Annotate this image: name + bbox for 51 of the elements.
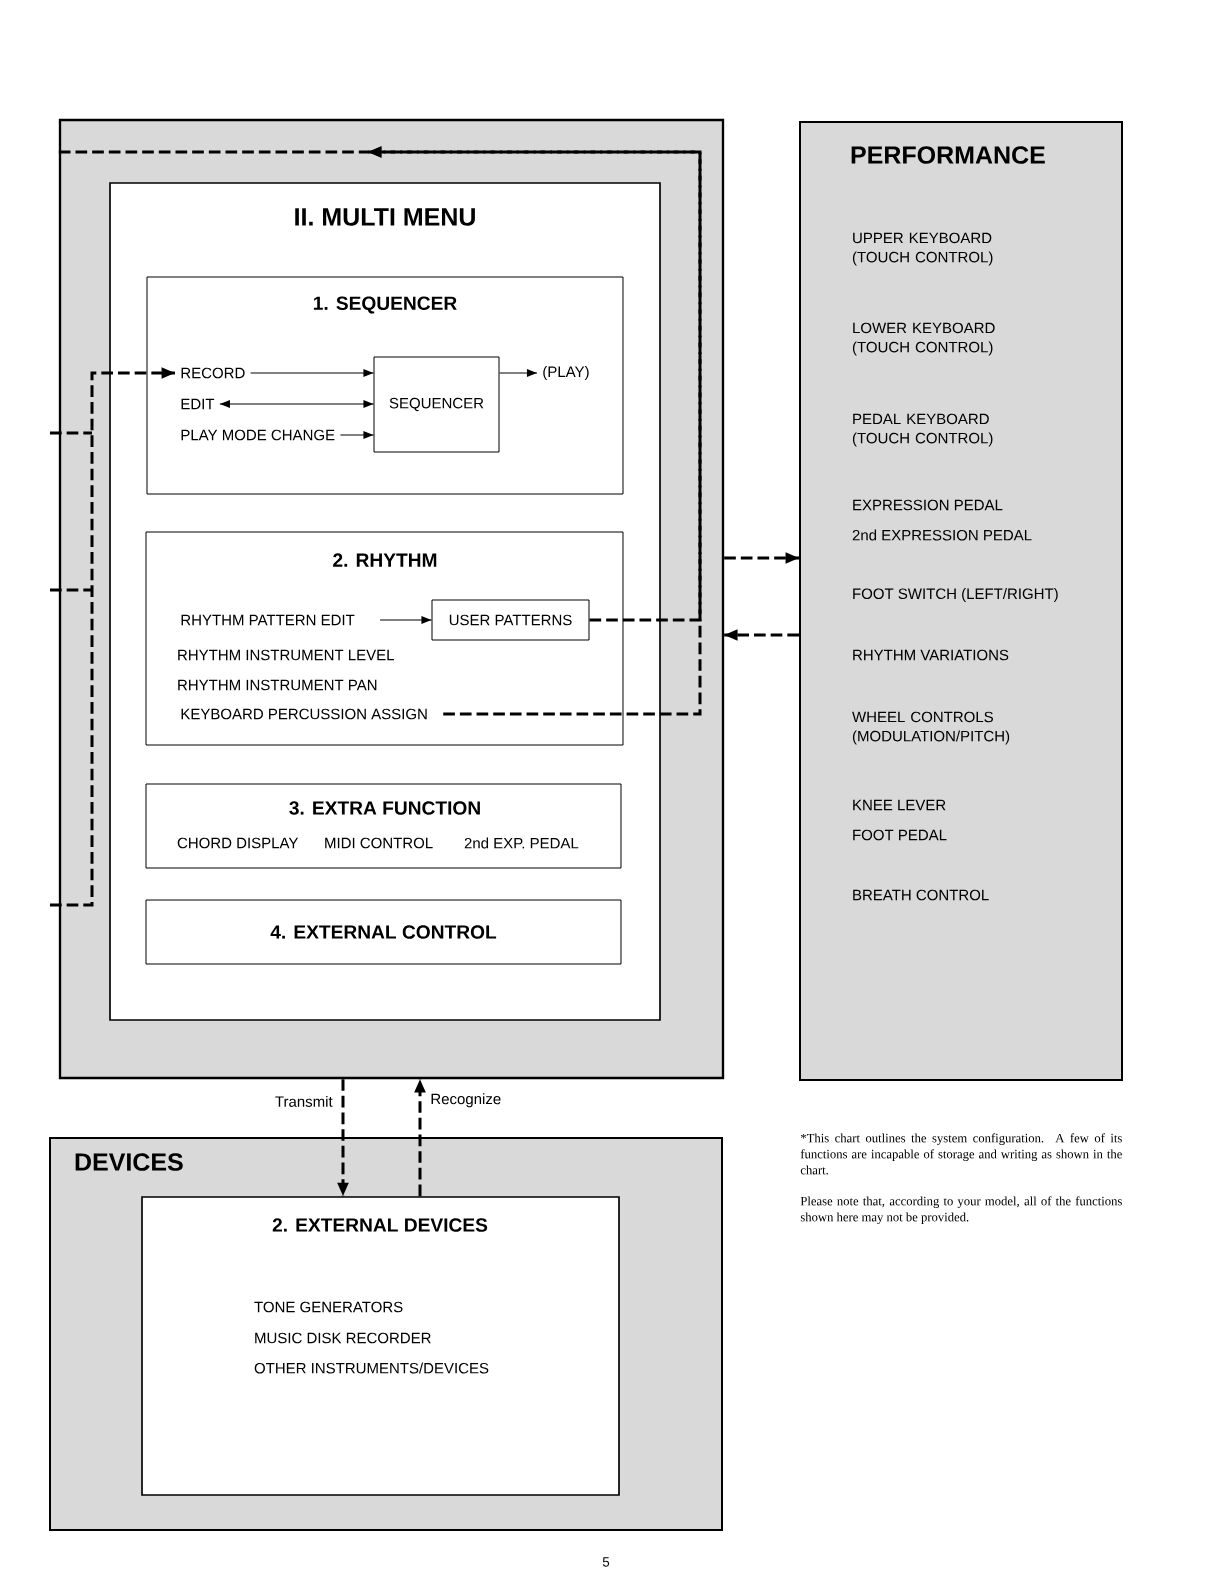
item-label: 2nd EXPRESSION PEDAL — [852, 529, 1032, 541]
item-label: MIDI CONTROL — [325, 837, 433, 849]
arrow — [499, 369, 538, 377]
item-label: FOOT PEDAL — [853, 829, 947, 841]
note: Please note that, according to your model, all of the functions shown here may not be provided. — [800, 1196, 1122, 1224]
edge-label: Transmit — [271, 1092, 336, 1111]
heading: 2. EXTERNAL DEVICES — [272, 1218, 488, 1232]
item-label: BREATH CONTROL — [853, 889, 989, 901]
item-label: KNEE LEVER — [853, 799, 946, 811]
item-label: 2nd EXP. PEDAL — [464, 837, 579, 849]
item-label: RHYTHM INSTRUMENT PAN — [178, 679, 377, 691]
item-label: RECORD — [181, 367, 245, 379]
arrow — [337, 1079, 349, 1197]
item-label: EXPRESSION PEDAL — [853, 499, 1003, 511]
item-label: PLAY MODE CHANGE — [181, 429, 335, 441]
item-label: PEDAL KEYBOARD (TOUCH CONTROL) — [852, 413, 993, 447]
note: *This chart outlines the system configuration. A few of its functions are incapable of storage and writing as shown in the chart. — [800, 1133, 1122, 1175]
item-label: (PLAY) — [543, 366, 589, 380]
item-label: RHYTHM INSTRUMENT LEVEL — [178, 649, 394, 661]
item-label: CHORD DISPLAY — [177, 837, 299, 849]
arrow — [368, 146, 702, 716]
item-label: LOWER KEYBOARD (TOUCH CONTROL) — [852, 322, 995, 356]
labeled-box: USER PATTERNS — [431, 599, 590, 641]
edge-label: Recognize — [427, 1089, 505, 1111]
arrow — [219, 400, 374, 408]
arrow — [414, 1079, 426, 1197]
heading: II. MULTI MENU — [295, 208, 475, 226]
item-label: UPPER KEYBOARD (TOUCH CONTROL) — [852, 232, 993, 266]
item-label: TONE GENERATORS — [254, 1301, 403, 1313]
item-label: WHEEL CONTROLS (MODULATION/PITCH) — [852, 711, 1010, 745]
heading: 1. SEQUENCER — [313, 296, 457, 314]
heading: 2. RHYTHM — [333, 553, 437, 567]
heading: 3. EXTRA FUNCTION — [289, 801, 480, 815]
arrow — [379, 616, 432, 624]
arrow — [724, 629, 799, 641]
arrow — [339, 431, 374, 439]
item-label: MUSIC DISK RECORDER — [255, 1332, 431, 1344]
item-label: RHYTHM PATTERN EDIT — [181, 614, 355, 626]
item-label: KEYBOARD PERCUSSION ASSIGN — [181, 708, 427, 720]
item-label: RHYTHM VARIATIONS — [853, 649, 1009, 661]
labeled-box: 4. EXTERNAL CONTROL — [145, 899, 622, 965]
item-label: EDIT — [181, 398, 215, 410]
item-label: OTHER INSTRUMENTS/DEVICES — [254, 1362, 489, 1374]
arrow — [724, 552, 799, 564]
labeled-box: SEQUENCER — [373, 356, 500, 453]
item-label: FOOT SWITCH (LEFT/RIGHT) — [853, 588, 1058, 602]
heading: DEVICES — [75, 1153, 183, 1171]
heading: PERFORMANCE — [851, 146, 1045, 164]
arrow — [48, 367, 177, 907]
arrow — [250, 369, 374, 377]
page-number: 5 — [602, 1557, 610, 1567]
